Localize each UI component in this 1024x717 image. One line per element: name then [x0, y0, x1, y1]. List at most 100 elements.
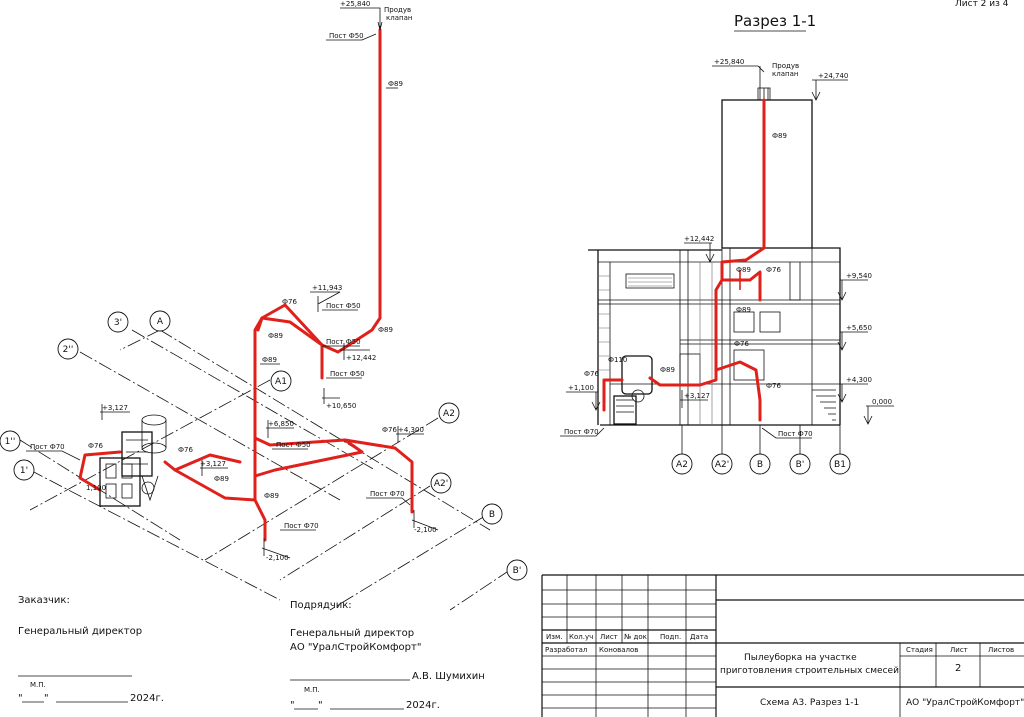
axis-label-1p: 1': [20, 466, 28, 476]
axis-line-a: [159, 329, 491, 531]
title-block: Изм. Кол.уч Лист № док. Подп. Дата Разра…: [541, 574, 1024, 717]
axis-marker-a2: [438, 402, 460, 424]
sec-label-d89-a: Ф89: [736, 266, 751, 274]
sec-axis-label-bp: В': [796, 460, 805, 470]
axis-label-2pp: 2'': [63, 345, 74, 355]
iso-label-d89-top: Ф89: [388, 80, 403, 88]
pipe-branch-lower: [253, 436, 364, 478]
pipe-branch-upper: [260, 303, 324, 380]
axis-marker-2pp: [57, 338, 79, 360]
contractor-date-open: ": [290, 700, 295, 711]
contractor-stamp: М.П.: [304, 686, 320, 694]
sec-label-post70-a: Пост Ф70: [564, 428, 599, 436]
axis-line-a2p: [279, 485, 431, 581]
iso-valve-label-2: клапан: [386, 14, 412, 22]
axis-line-a-long: [119, 329, 161, 351]
sec-label-d89-top: Ф89: [772, 132, 787, 140]
pipe-branch-right: [343, 438, 414, 514]
tb-header-kol: Кол.уч: [569, 633, 593, 641]
building-outline: [588, 247, 841, 426]
axis-label-a1: А1: [275, 377, 287, 387]
customer-date-open: ": [18, 693, 23, 704]
tb-header-list: Лист: [600, 633, 618, 641]
sec-valve-label-2: клапан: [772, 70, 798, 78]
tb-sheet-value: 2: [955, 663, 961, 674]
axis-label-1pp: 1'': [5, 437, 16, 447]
axis-marker-1p: [13, 459, 35, 481]
section-filter: [621, 355, 653, 395]
tb-sheets-label: Листов: [988, 646, 1014, 654]
pipe-riser-main: [253, 28, 382, 542]
iso-label-d89-e: Ф89: [264, 492, 279, 500]
tb-header-date: Дата: [690, 633, 708, 641]
sec-label-d76-d: Ф76: [766, 382, 781, 390]
axis-label-a: А: [157, 317, 164, 327]
tb-header-izm: Изм.: [546, 633, 562, 641]
iso-label-d76-c: Ф76: [88, 442, 103, 450]
iso-label-d89-c: Ф89: [378, 326, 393, 334]
iso-label-d76-b: Ф76: [382, 426, 397, 434]
sec-elev-3127: +3,127: [684, 392, 710, 400]
sec-axis-b1: [829, 453, 851, 475]
sec-label-post70-b: Пост Ф70: [778, 430, 813, 438]
axis-marker-a1: [270, 370, 292, 392]
isometric-scheme: 3' А 2'' А1 1'' 1' А2 А2' В В': [0, 0, 528, 611]
section-pipe-branch-a: [720, 270, 762, 302]
sec-label-d76-c: Ф76: [584, 370, 599, 378]
section-pipe-branch-c: [602, 378, 624, 412]
contractor-position: Генеральный директор: [290, 628, 414, 639]
tb-company: АО "УралСтройКомфорт": [906, 698, 1024, 708]
axis-line-bp: [449, 569, 511, 611]
customer-title: Заказчик:: [18, 595, 70, 606]
sec-elev-5650: +5,650: [846, 324, 872, 332]
sec-label-d76-a: Ф76: [766, 266, 781, 274]
iso-elev-3127b: +3,127: [200, 460, 226, 468]
contractor-signer: А.В. Шумихин: [412, 671, 485, 682]
sec-label-d76-b: Ф76: [734, 340, 749, 348]
iso-label-post50-top: Пост Ф50: [329, 32, 364, 40]
pipe-branch-left: [163, 460, 257, 502]
section-pipe-riser: [648, 98, 766, 387]
sec-axis-label-b: В: [757, 460, 763, 470]
section-elevation-markers: +25,840 Продув клапан +24,740 +12,442 +9…: [566, 58, 894, 425]
sec-elev-0: 0,000: [872, 398, 892, 406]
iso-valve-label-1: Продув: [384, 6, 411, 14]
axis-line-a1: [29, 379, 271, 511]
contractor-signature-block: Подрядчик: Генеральный директор АО "Урал…: [290, 600, 485, 711]
sec-axis-label-b1: В1: [834, 460, 846, 470]
section-pipe-branch-b: [714, 360, 762, 422]
axis-line-a2: [204, 417, 439, 561]
iso-elev-12442: +12,442: [346, 354, 376, 362]
tb-description-2: приготовления строительных смесей: [720, 666, 899, 676]
sec-elev-1100: +1,100: [568, 384, 594, 392]
axis-marker-a2p: [430, 472, 452, 494]
iso-label-post70-c: Пост Ф70: [284, 522, 319, 530]
axis-label-a2p: А2': [434, 479, 448, 489]
pipe-connector-b: [256, 316, 264, 332]
axis-label-bp: В': [513, 566, 522, 576]
iso-elev-6850: +6,850: [268, 420, 294, 428]
contractor-year: 2024г.: [406, 700, 440, 711]
iso-label-post50-a: Пост Ф50: [326, 302, 361, 310]
sec-valve-label-1: Продув: [772, 62, 799, 70]
iso-label-post50-b: Пост Ф50: [326, 338, 361, 346]
customer-position: Генеральный директор: [18, 626, 142, 637]
contractor-company: АО "УралСтройКомфорт": [290, 642, 421, 653]
iso-elev-10650: +10,650: [326, 402, 356, 410]
sec-axis-a2p: [711, 453, 733, 475]
sec-label-d89-c: Ф89: [660, 366, 675, 374]
axis-marker-bp: [506, 559, 528, 581]
iso-elev-1100: 1,100: [86, 484, 106, 492]
axis-marker-3p: [107, 311, 129, 333]
sec-elev-24740: +24,740: [818, 72, 848, 80]
iso-label-post50-c: Пост Ф50: [330, 370, 365, 378]
axis-label-3p: 3': [114, 318, 122, 328]
tb-sheet-label: Лист: [950, 646, 968, 654]
sec-axis-b: [749, 453, 771, 475]
sec-elev-top: +25,840: [714, 58, 744, 66]
iso-elevation-markers: +25,840 +11,943 +12,442 +10,650 +3,127 +…: [86, 0, 439, 562]
axis-line-b: [329, 515, 486, 611]
axis-label-a2: А2: [443, 409, 455, 419]
iso-elev-2100b: -2,100: [414, 526, 437, 534]
